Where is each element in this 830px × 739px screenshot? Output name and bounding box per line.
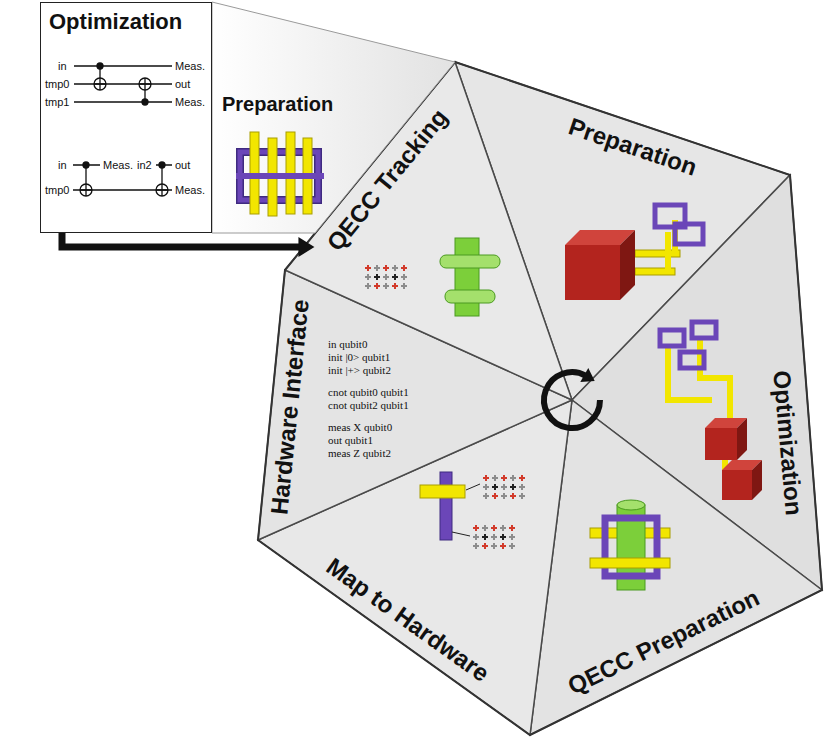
code-line: out qubit1 (328, 434, 373, 447)
qecc-tracking-figure (365, 238, 500, 316)
yellow-bar (590, 558, 670, 568)
wire (74, 66, 172, 102)
green-cylinder (617, 500, 645, 510)
green-cylinder (445, 290, 495, 303)
green-cylinder (440, 255, 500, 268)
wire-label: Meas. (175, 183, 205, 197)
purple-frame (680, 352, 704, 368)
purple-frame (660, 330, 684, 346)
cnot-target (80, 189, 168, 190)
wire-label: in (58, 59, 67, 73)
control-dot (159, 162, 165, 168)
cnot-target (94, 83, 151, 84)
cnot-line (100, 66, 145, 102)
wire-label: out (175, 77, 190, 91)
wire-label: in2 (137, 158, 152, 172)
qubit-lattice (473, 525, 515, 549)
control-dot (83, 162, 89, 168)
circuit (74, 63, 172, 105)
purple-frame (675, 224, 703, 244)
purple-frame (236, 173, 324, 179)
braid-figure (236, 132, 324, 216)
wire-label: Meas. (175, 59, 205, 73)
preparation-figure (565, 205, 703, 300)
wire-label: out (175, 158, 190, 172)
wire-label: tmp0 (45, 77, 69, 91)
wire-label: tmp1 (45, 95, 69, 109)
red-cube (722, 470, 752, 500)
code-line: meas X qubit0 (328, 421, 392, 434)
wire-label: Meas. (175, 95, 205, 109)
zoom-panel: Optimization (40, 2, 212, 233)
qubit-lattice (365, 265, 407, 289)
wire-label: in (58, 158, 67, 172)
cycle-arrowhead (580, 368, 594, 382)
panel-heading: Optimization (49, 9, 203, 35)
qubit-lattice (483, 475, 525, 499)
qecc-preparation-figure (590, 500, 670, 590)
red-cube (737, 418, 747, 460)
panel-ground (40, 2, 212, 233)
wire-label: tmp0 (45, 183, 69, 197)
red-cube (752, 460, 762, 500)
hardware-map-figure (420, 472, 525, 549)
code-line: init |0> qubit1 (328, 351, 390, 364)
flow-arrow (62, 233, 314, 257)
red-cube (705, 428, 737, 460)
optimization-figure (660, 322, 762, 500)
yellow-bar (420, 485, 465, 498)
zoom-wedge (212, 2, 455, 233)
control-dot (142, 99, 148, 105)
code-line: in qubit0 (328, 338, 367, 351)
green-cylinder (455, 238, 479, 316)
code-line: cnot qubit0 qubit1 (328, 386, 409, 399)
red-cube (565, 245, 620, 300)
wire-label: Meas. (103, 158, 133, 172)
control-dot (97, 63, 103, 69)
code-line: init |+> qubit2 (328, 364, 391, 377)
flow-arrow-line (62, 233, 300, 247)
red-cube (620, 230, 635, 300)
purple-bar (440, 472, 452, 540)
yellow-bar (668, 338, 730, 428)
code-line: cnot qubit2 qubit1 (328, 399, 409, 412)
zoom-title: Preparation (222, 92, 333, 116)
code-line: meas Z qubit2 (328, 447, 391, 460)
arrowhead (298, 237, 314, 257)
purple-frame (692, 322, 716, 338)
